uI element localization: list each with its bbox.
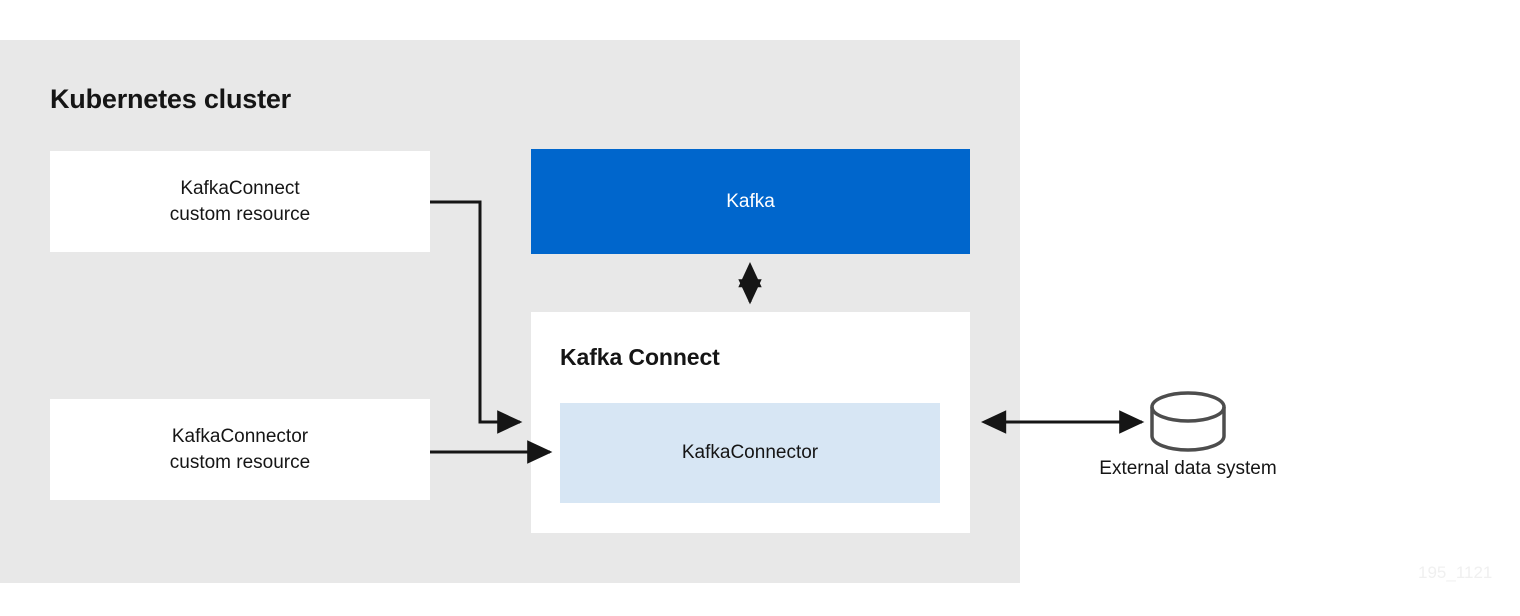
database-cylinder-icon xyxy=(1148,390,1228,454)
kafka-connector-instance-box: KafkaConnector xyxy=(560,403,940,503)
kafka-connect-heading: Kafka Connect xyxy=(560,344,720,370)
image-watermark: 195_1121 xyxy=(1418,563,1493,582)
kafka-connector-cr-line1: KafkaConnector xyxy=(171,426,309,448)
kafka-connect-box: Kafka Connect KafkaConnector xyxy=(531,312,970,533)
kafka-connector-instance-label: KafkaConnector xyxy=(681,442,819,464)
kafka-connect-cr-line2: custom resource xyxy=(169,203,311,225)
kafka-connector-cr-line2: custom resource xyxy=(169,451,311,473)
kafka-connect-cr-line1: KafkaConnect xyxy=(180,178,300,200)
kafka-connect-cr-text: KafkaConnect custom resource xyxy=(170,176,310,226)
external-data-system-label: External data system xyxy=(1099,458,1277,479)
kafka-connector-custom-resource-box: KafkaConnector custom resource xyxy=(50,399,430,500)
kafka-box: Kafka xyxy=(531,149,970,254)
kafka-connector-cr-text: KafkaConnector custom resource xyxy=(170,424,310,474)
kafka-connect-custom-resource-box: KafkaConnect custom resource xyxy=(50,151,430,252)
kafka-box-label: Kafka xyxy=(726,190,775,212)
kubernetes-cluster-title: Kubernetes cluster xyxy=(50,84,291,114)
